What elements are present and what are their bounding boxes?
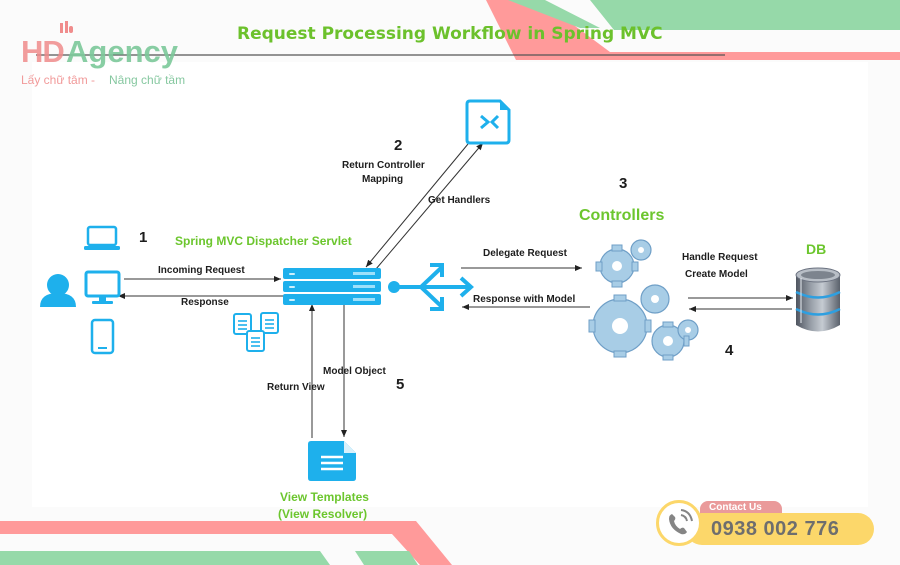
contact-tab (700, 501, 782, 516)
node-controllers: Controllers (579, 207, 665, 224)
stripe-bottom-green (0, 551, 330, 565)
tablet-icon (90, 318, 115, 355)
node-view-templates: View Templates (280, 490, 369, 504)
stripe-top-green-wide (590, 0, 900, 30)
label-return-controller-mapping-2: Mapping (362, 174, 404, 185)
node-dispatcher-servlet: Spring MVC Dispatcher Servlet (175, 234, 352, 248)
contact-badge[interactable]: Contact Us 0938 002 776 (656, 498, 876, 550)
label-response: Response (181, 297, 229, 308)
contact-phone-number[interactable]: 0938 002 776 (711, 518, 840, 540)
text-file-icon (308, 441, 356, 481)
logo-agency: Agency (66, 34, 178, 69)
gears-icon (588, 239, 699, 361)
code-file-icon (465, 99, 511, 145)
database-icon (795, 267, 841, 332)
edge-return-mapping (365, 143, 469, 268)
step-number-1: 1 (139, 229, 148, 246)
label-model-object: Model Object (323, 366, 386, 377)
label-response-with-model: Response with Model (473, 294, 576, 305)
server-stack-icon (283, 268, 381, 305)
edge-get-handlers (375, 142, 484, 270)
monitor-icon (84, 270, 121, 304)
node-view-resolver: (View Resolver) (278, 507, 368, 521)
user-icon (40, 274, 76, 307)
phone-icon (669, 509, 693, 535)
stripe-top-green (508, 0, 600, 28)
documents-icon (233, 312, 279, 352)
label-return-view: Return View (267, 382, 325, 393)
label-delegate-request: Delegate Request (483, 248, 567, 259)
laptop-icon (84, 225, 120, 250)
label-return-controller-mapping-1: Return Controller (342, 160, 425, 171)
diagram-canvas (32, 62, 868, 507)
label-incoming-request: Incoming Request (158, 265, 245, 276)
contact-pill (686, 513, 874, 545)
stripe-bottom-red (0, 521, 452, 565)
logo-tagline-left: Lấy chữ tâm - (21, 73, 96, 87)
logo-mark-icon (60, 21, 73, 33)
stripe-bottom-green-2 (355, 551, 418, 565)
node-db: DB (806, 241, 827, 257)
step-number-4: 4 (725, 342, 734, 359)
step-number-2: 2 (394, 137, 403, 154)
step-number-5: 5 (396, 376, 405, 393)
label-get-handlers: Get Handlers (428, 195, 491, 206)
logo-hd: HD (21, 34, 65, 69)
contact-phone-circle[interactable] (656, 500, 702, 546)
step-number-3: 3 (619, 175, 628, 192)
label-handle-request: Handle Request (682, 252, 758, 263)
usb-fork-icon (388, 263, 474, 311)
page-title: Request Processing Workflow in Spring MV… (237, 24, 663, 44)
stripe-top-red (486, 0, 900, 60)
contact-label: Contact Us (709, 502, 762, 513)
label-create-model: Create Model (685, 269, 748, 280)
logo-tagline-right: Nâng chữ tầm (109, 73, 186, 87)
